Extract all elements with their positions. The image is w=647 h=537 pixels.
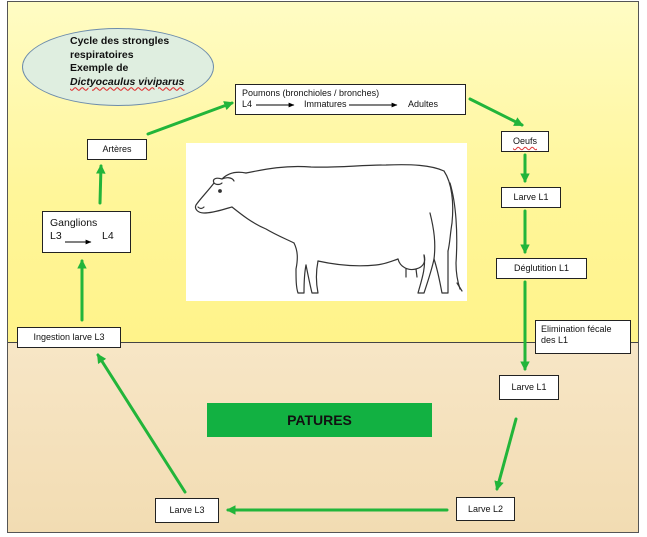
cow-illustration: [186, 143, 467, 301]
larva-l3-box: Larve L3: [155, 498, 219, 523]
larva-l1-pasture-label: Larve L1: [511, 382, 547, 392]
larva-l2-label: Larve L2: [467, 503, 504, 514]
title-ellipse: [22, 28, 214, 106]
lymph-nodes-l3-label: L3: [50, 230, 62, 242]
lungs-l4-label: L4: [242, 99, 253, 109]
larva-l1-pasture-box: Larve L1: [499, 375, 559, 400]
ingestion-box: Ingestion larve L3: [17, 327, 121, 348]
pasture-zone-background: [8, 342, 638, 532]
lungs-immatures-label: Immatures: [304, 99, 347, 109]
larva-l2-box: Larve L2: [456, 497, 515, 521]
arteries-label: Artères: [102, 144, 132, 154]
pastures-banner: PATURES: [207, 403, 432, 437]
title-line-1: Cycle des strongles: [70, 35, 170, 47]
fecal-elimination-box: Elimination fécale des L1: [535, 320, 631, 354]
arteries-box: Artères: [87, 139, 147, 160]
ingestion-label: Ingestion larve L3: [33, 332, 105, 342]
title-line-2: respiratoires: [70, 48, 134, 61]
title-line-3: Exemple de: [70, 62, 129, 74]
lymph-nodes-box: Ganglions L3 L4: [42, 211, 131, 253]
swallowing-box: Déglutition L1: [496, 258, 587, 279]
swallowing-label: Déglutition L1: [513, 263, 570, 273]
diagram-title: Cycle des strongles respiratoires Exempl…: [70, 35, 184, 89]
lungs-box: Poumons (bronchioles / bronches) L4 Imma…: [235, 84, 466, 115]
larva-l1-host-box: Larve L1: [501, 187, 561, 208]
lungs-adultes-label: Adultes: [408, 99, 439, 109]
cow-drawing: [194, 164, 463, 294]
eggs-box: Oeufs: [501, 131, 549, 152]
eggs-label: Oeufs: [512, 136, 537, 146]
lymph-nodes-l4-label: L4: [102, 230, 114, 242]
larva-l3-label: Larve L3: [169, 505, 205, 515]
lymph-nodes-title: Ganglions: [50, 217, 98, 229]
species-name: Dictyocaulus viviparus: [70, 75, 185, 88]
lungs-title: Poumons (bronchioles / bronches): [242, 88, 380, 98]
larva-l1-host-label: Larve L1: [513, 192, 549, 202]
fecal-elimination-line-2: des L1: [541, 335, 569, 345]
fecal-elimination-line-1: Elimination fécale: [541, 324, 612, 334]
